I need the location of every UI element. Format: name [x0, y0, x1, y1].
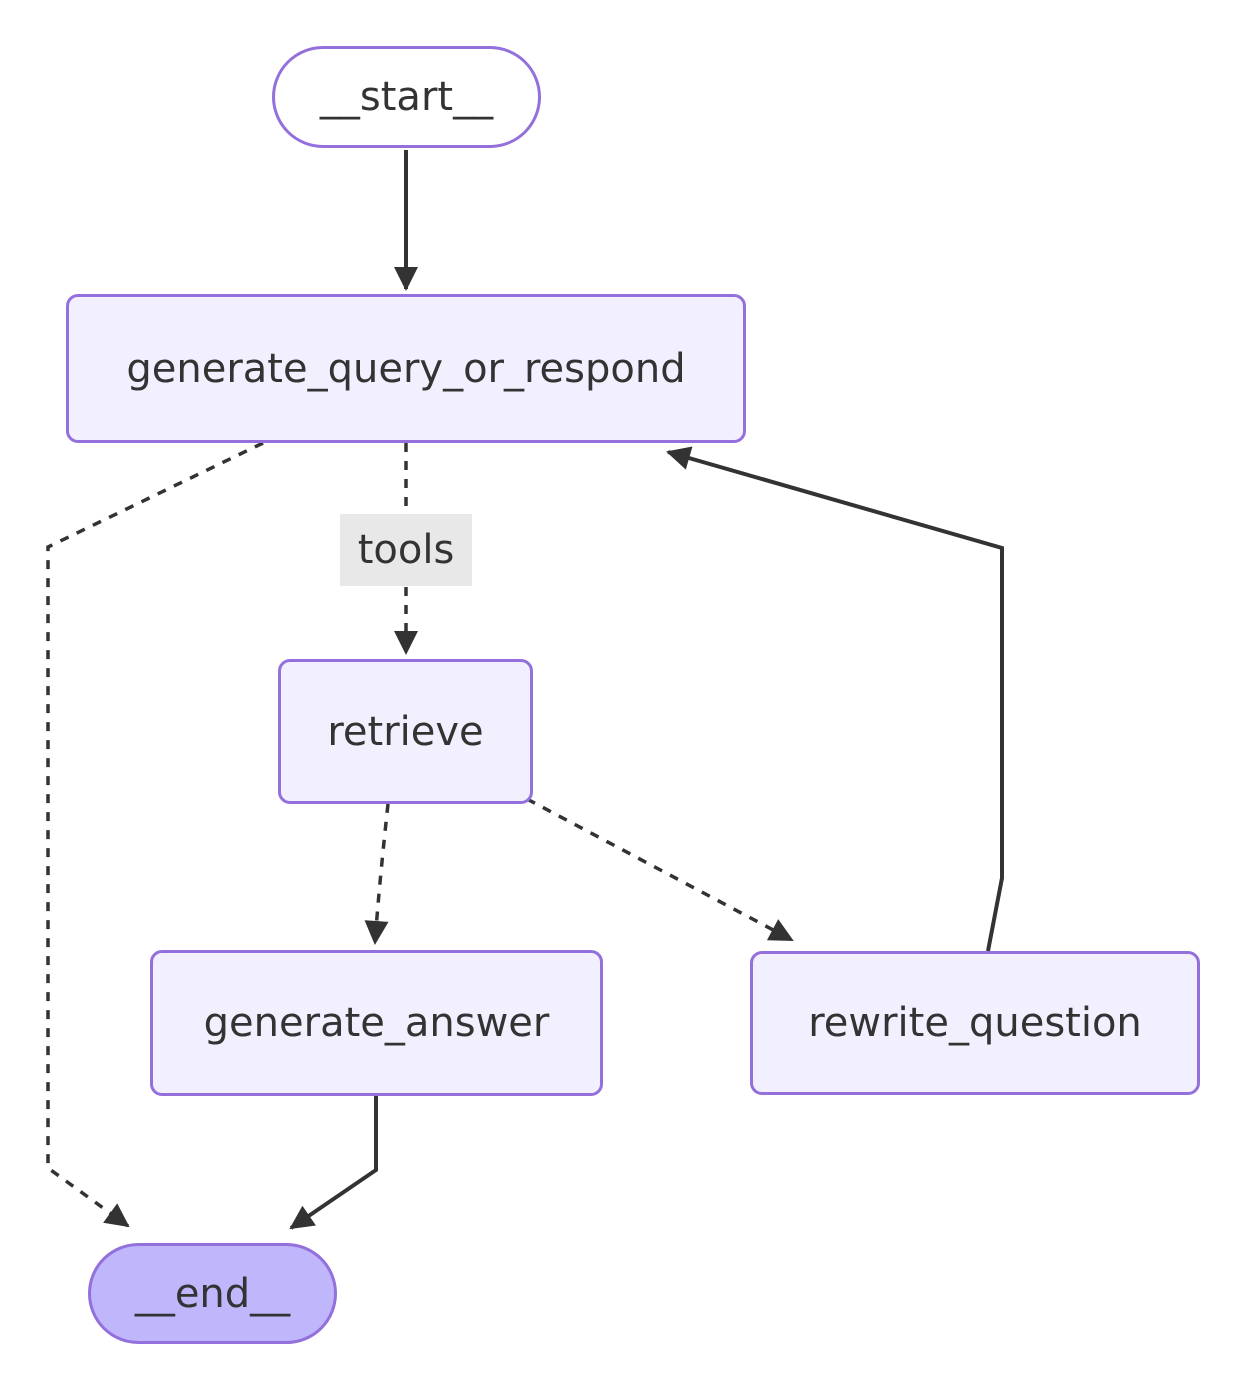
edge-generate-query-or-respond-to-end [46, 441, 264, 1228]
edge-retrieve-to-generate-answer [364, 803, 390, 945]
node-generate-answer-label: generate_answer [203, 1000, 550, 1046]
node-end: __end__ [88, 1243, 337, 1344]
edge-label-tools-text: tools [357, 527, 455, 573]
node-generate-query-or-respond: generate_query_or_respond [66, 294, 746, 443]
edge-generate-answer-to-end [289, 1096, 378, 1230]
edge-retrieve-to-rewrite-question [526, 797, 794, 942]
node-start: __start__ [272, 46, 541, 148]
node-generate-answer: generate_answer [150, 950, 603, 1096]
node-retrieve: retrieve [278, 659, 533, 804]
node-rewrite-question: rewrite_question [750, 951, 1200, 1095]
node-retrieve-label: retrieve [327, 708, 484, 755]
node-start-label: __start__ [319, 74, 494, 120]
node-generate-query-or-respond-label: generate_query_or_respond [126, 345, 686, 392]
edge-label-tools: tools [340, 514, 472, 586]
edge-rewrite-question-to-generate-query-or-respond [666, 446, 1004, 952]
node-end-label: __end__ [134, 1270, 291, 1317]
node-rewrite-question-label: rewrite_question [808, 1000, 1142, 1046]
